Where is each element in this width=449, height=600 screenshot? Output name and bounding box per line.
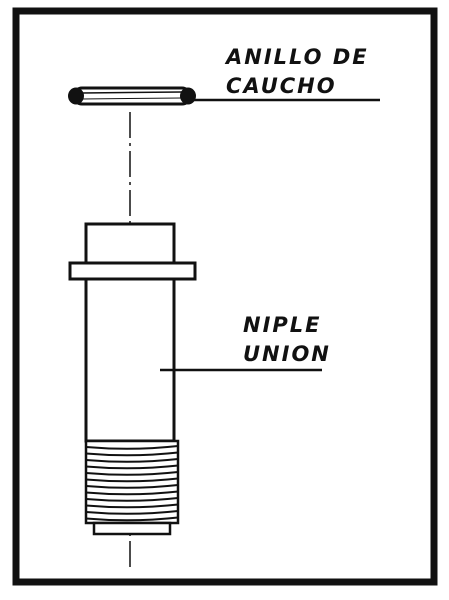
- thread-ridge: [85, 471, 179, 476]
- thread-ridge: [85, 451, 179, 457]
- thread-ridge: [85, 464, 179, 470]
- thread-ridge: [85, 490, 179, 496]
- thread-ridge: [85, 516, 179, 522]
- thread-ridge: [85, 477, 179, 483]
- thread-ridge: [85, 458, 179, 463]
- ring-label-line-2: CAUCHO: [226, 74, 337, 98]
- nipple-label-line-2: UNION: [243, 342, 331, 366]
- thread-ridge: [85, 510, 179, 515]
- thread-ridge: [85, 497, 179, 502]
- thread-ridge: [85, 503, 179, 509]
- thread-ridge: [85, 484, 179, 489]
- thread-pattern: [85, 445, 179, 522]
- thread-ridge: [85, 445, 179, 450]
- nipple-label-line-1: NIPLE: [243, 313, 322, 337]
- drawing-frame: [12, 7, 438, 586]
- ring-label-line-1: ANILLO DE: [226, 45, 369, 69]
- rubber-ring: [68, 86, 196, 106]
